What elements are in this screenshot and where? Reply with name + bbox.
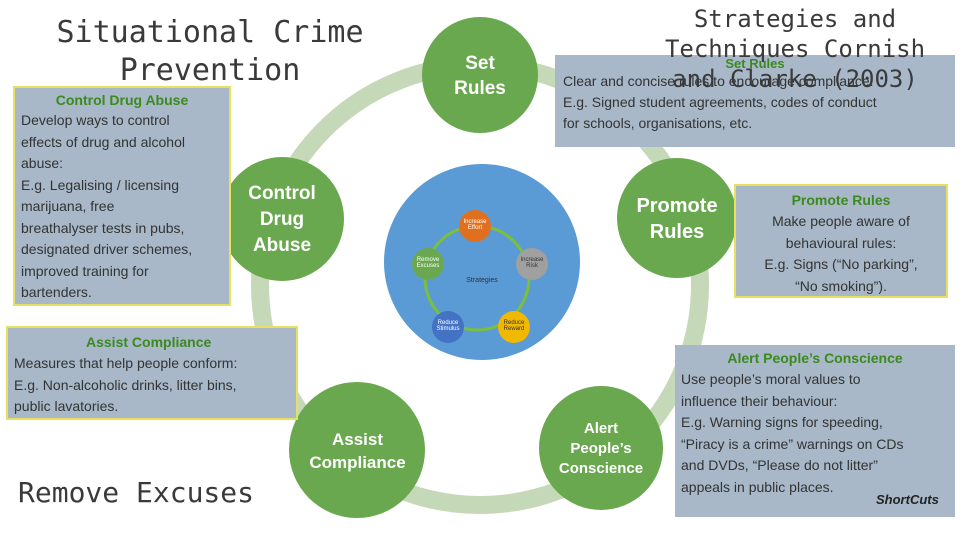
promote-rules-heading: Promote Rules [791, 192, 891, 208]
control-drug-abuse-heading: Control Drug Abuse [55, 92, 189, 108]
node-alert-conscience [539, 386, 663, 510]
mini-label-reduce-reward: Reduce Reward [503, 320, 525, 332]
strategies-techniques-title: Strategies and Techniques Cornish and Cl… [664, 5, 926, 93]
assist-compliance-heading: Assist Compliance [86, 334, 212, 350]
set-rules-heading: Set Rules [725, 56, 785, 71]
mini-node-reduce-reward [498, 311, 530, 343]
shortcuts-logo: ShortCuts [876, 492, 939, 507]
alert-conscience-box: Alert People’s Conscience Use people’s m… [675, 345, 955, 517]
mini-label-increase-effort: Increase Effort [463, 219, 487, 231]
node-label-promote-rules: Promote Rules [636, 195, 718, 243]
mini-label-increase-risk: Increase Risk [520, 257, 544, 269]
alert-conscience-heading: Alert People’s Conscience [727, 350, 903, 366]
mini-node-reduce-stimulus [432, 311, 464, 343]
promote-rules-box: Promote Rules Make people aware of behav… [734, 184, 948, 298]
node-label-set-rules: Set Rules [454, 53, 506, 99]
mini-node-increase-risk [516, 248, 548, 280]
node-control-drug-abuse [220, 157, 344, 281]
mini-label-remove-excuses: Remove Excuses [416, 257, 440, 269]
assist-compliance-box: Assist Compliance Measures that help peo… [6, 326, 298, 420]
remove-excuses-title: Remove Excuses [18, 476, 255, 509]
mini-label-strategies: Strategies [466, 277, 498, 284]
node-label-alert-conscience: Alert People’s Conscience [558, 420, 644, 477]
set-rules-body: Clear and concise rules to encourage com… [563, 73, 877, 131]
assist-compliance-body: Measures that help people conform: E.g. … [14, 355, 238, 414]
control-drug-abuse-box: Control Drug Abuse Develop ways to contr… [13, 86, 231, 306]
node-label-assist-compliance: Assist Compliance [309, 430, 406, 472]
promote-rules-body: Make people aware of behavioural rules: … [764, 213, 918, 294]
node-assist-compliance [289, 382, 425, 518]
alert-conscience-body: Use people’s moral values to influence t… [681, 371, 904, 495]
node-set-rules [422, 17, 538, 133]
mini-node-increase-effort [459, 210, 491, 242]
node-label-control-drug-abuse: Control Drug Abuse [248, 183, 316, 256]
node-promote-rules [617, 158, 737, 278]
situational-crime-prevention-title: Situational Crime Prevention [56, 15, 364, 88]
control-drug-abuse-body: Develop ways to control effects of drug … [21, 112, 193, 300]
center-circle [384, 164, 580, 360]
mini-label-reduce-stimulus: Reduce Stimulus [436, 320, 460, 332]
set-rules-box: Set Rules Clear and concise rules to enc… [555, 55, 955, 147]
mini-node-remove-excuses [412, 248, 444, 280]
